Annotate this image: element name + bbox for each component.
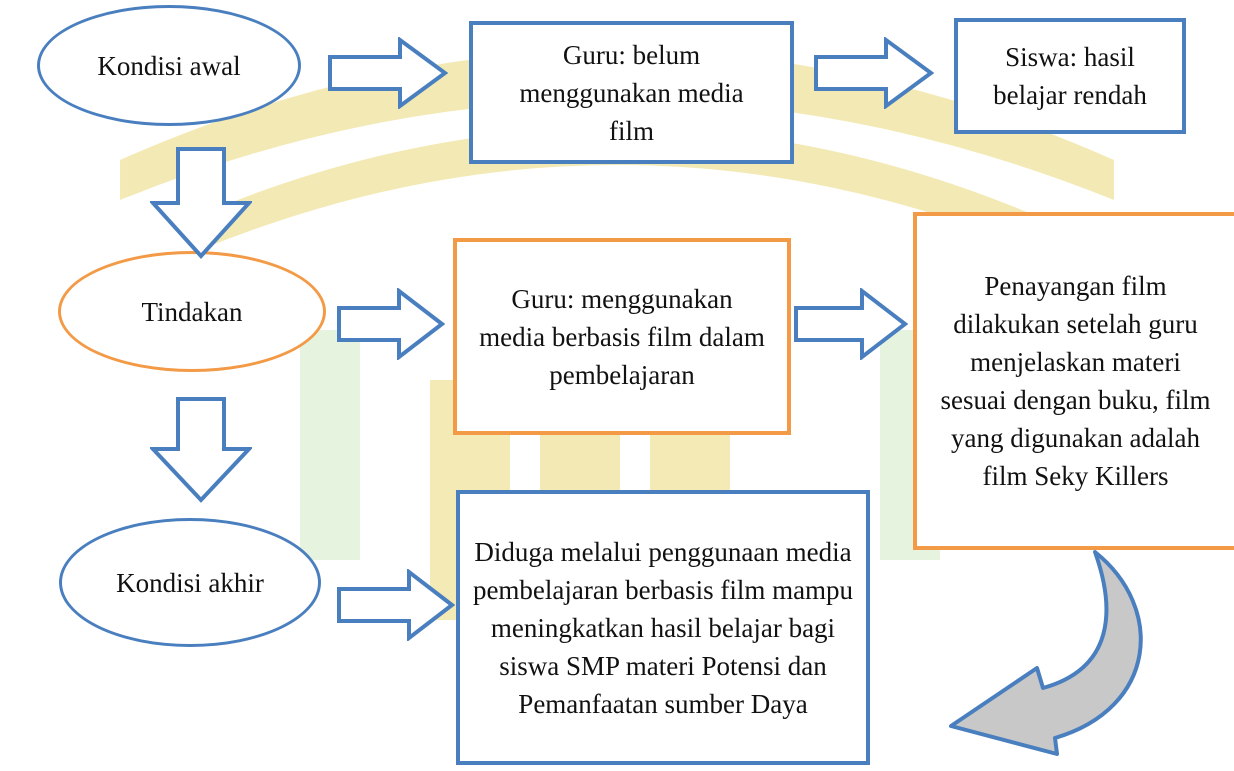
arrow-right-icon [328,37,448,109]
penayangan-box: Penayangan film dilakukan setelah guru m… [913,212,1234,550]
tindakan-node: Tindakan [58,251,326,372]
guru-belum-label: Guru: belum menggunakan media film [519,39,744,146]
guru-menggunakan-label: Guru: menggunakan media berbasis film da… [479,283,765,390]
arrow-right-icon [337,288,445,360]
diduga-label: Diduga melalui penggunaan media pembelaj… [472,536,854,719]
tindakan-label: Tindakan [141,296,243,327]
arrow-right-icon [337,569,455,641]
penayangan-label: Penayangan film dilakukan setelah guru m… [940,271,1211,491]
arrow-down-icon [150,147,252,259]
guru-menggunakan-box: Guru: menggunakan media berbasis film da… [453,238,791,435]
siswa-hasil-label: Siswa: hasil belajar rendah [993,42,1147,110]
arrow-right-icon [814,37,934,109]
kondisi-akhir-node: Kondisi akhir [59,518,321,647]
arrow-down-icon [150,397,252,503]
kondisi-awal-label: Kondisi awal [97,50,241,81]
diduga-box: Diduga melalui penggunaan media pembelaj… [456,490,870,765]
curved-arrow-icon [949,550,1143,756]
kondisi-awal-node: Kondisi awal [37,5,301,126]
siswa-hasil-box: Siswa: hasil belajar rendah [954,18,1186,134]
arrow-right-icon [794,288,908,360]
kondisi-akhir-label: Kondisi akhir [116,567,264,598]
guru-belum-box: Guru: belum menggunakan media film [469,21,794,164]
